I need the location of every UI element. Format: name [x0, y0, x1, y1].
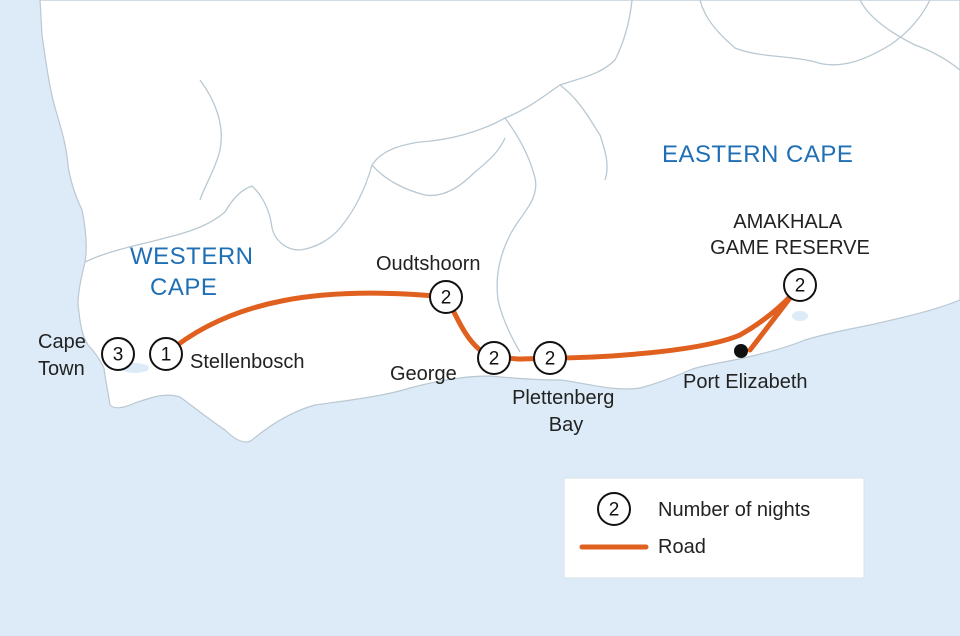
region-label-western-cape: WESTERN CAPE [130, 243, 261, 301]
bay-inlet [792, 311, 808, 321]
legend-nights-symbol [597, 492, 631, 526]
nights-count: 2 [489, 349, 500, 370]
stop-marker-george[interactable]: 2 [477, 341, 511, 375]
stop-marker-stellenbosch[interactable]: 1 [149, 337, 183, 371]
land [39, 0, 960, 443]
nights-count: 2 [795, 276, 806, 297]
port-elizabeth-dot[interactable] [734, 344, 748, 358]
nights-count: 2 [545, 349, 556, 370]
stop-marker-plettenberg-bay[interactable]: 2 [533, 341, 567, 375]
province-borders [84, 0, 960, 353]
nights-count: 2 [441, 288, 452, 309]
place-label-stellenbosch: Stellenbosch [190, 351, 305, 373]
place-label-george: George [390, 363, 457, 385]
place-label-plettenberg-bay: Plettenberg Bay [512, 387, 620, 436]
place-label-cape-town: Cape Town [38, 331, 91, 380]
place-label-port-elizabeth: Port Elizabeth [683, 371, 808, 393]
nights-count: 3 [113, 345, 124, 366]
legend: 2 Number of nights Road [563, 477, 865, 579]
nights-count: 1 [161, 345, 172, 366]
stop-marker-oudtshoorn[interactable]: 2 [429, 280, 463, 314]
legend-road-label: Road [658, 536, 706, 558]
place-label-oudtshoorn: Oudtshoorn [376, 253, 481, 275]
legend-nights-number: 2 [609, 500, 620, 521]
region-label-eastern-cape: EASTERN CAPE [662, 141, 853, 168]
place-label-amakhala: AMAKHALA GAME RESERVE [710, 211, 870, 259]
legend-nights-label: Number of nights [658, 499, 810, 521]
stop-marker-amakhala[interactable]: 2 [783, 268, 817, 302]
stop-marker-cape-town[interactable]: 3 [101, 337, 135, 371]
